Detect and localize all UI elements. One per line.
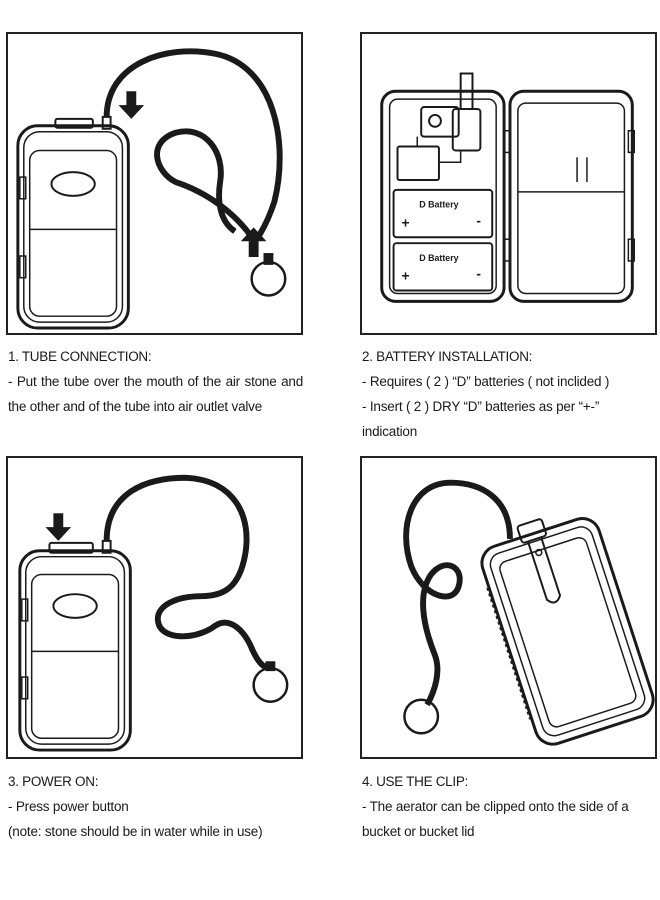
illustration-battery-installation: D Battery D Battery + - + -	[360, 32, 657, 335]
step-3-text-1: - Press power button	[8, 799, 129, 814]
battery-1-positive: +	[401, 214, 409, 230]
air-tube-icon	[103, 48, 283, 244]
battery-label-1: D Battery	[419, 200, 458, 210]
up-arrow-icon	[240, 227, 267, 257]
battery-label-2: D Battery	[419, 253, 458, 263]
open-battery-compartment-icon: D Battery D Battery + - + -	[380, 72, 636, 303]
aerator-with-clip-icon	[480, 517, 655, 746]
air-stone-icon	[250, 253, 287, 297]
air-tube-icon	[403, 479, 513, 707]
down-arrow-icon	[118, 91, 145, 119]
illustration-use-clip	[360, 456, 657, 759]
step-4-title: 4. USE THE CLIP:	[362, 774, 468, 789]
step-1-text: - Put the tube over the mouth of the air…	[8, 374, 303, 414]
battery-2-positive: +	[401, 268, 409, 284]
air-stone-icon	[403, 698, 440, 735]
step-1-caption: 1. TUBE CONNECTION: - Put the tube over …	[8, 344, 303, 419]
step-1-title: 1. TUBE CONNECTION:	[8, 349, 152, 364]
aerator-device-icon	[16, 115, 130, 330]
step-2-text-1: - Requires ( 2 ) “D” batteries ( not inc…	[362, 374, 610, 389]
step-2-title: 2. BATTERY INSTALLATION:	[362, 349, 533, 364]
step-3-caption: 3. POWER ON: - Press power button (note:…	[8, 769, 303, 844]
illustration-tube-connection	[6, 32, 303, 335]
battery-1-negative: -	[476, 212, 481, 228]
air-stone-icon	[252, 661, 289, 703]
illustration-power-on	[6, 456, 303, 759]
step-3-text-2: (note: stone should be in water while in…	[8, 824, 263, 839]
battery-2-negative: -	[476, 266, 481, 282]
aerator-device-icon	[18, 539, 132, 752]
step-4-caption: 4. USE THE CLIP: - The aerator can be cl…	[362, 769, 657, 844]
step-3-title: 3. POWER ON:	[8, 774, 99, 789]
step-2-text-2: - Insert ( 2 ) DRY “D” batteries as per …	[362, 399, 600, 439]
step-2-caption: 2. BATTERY INSTALLATION: - Requires ( 2 …	[362, 344, 657, 444]
down-arrow-icon	[45, 513, 72, 541]
step-4-text: - The aerator can be clipped onto the si…	[362, 799, 629, 839]
